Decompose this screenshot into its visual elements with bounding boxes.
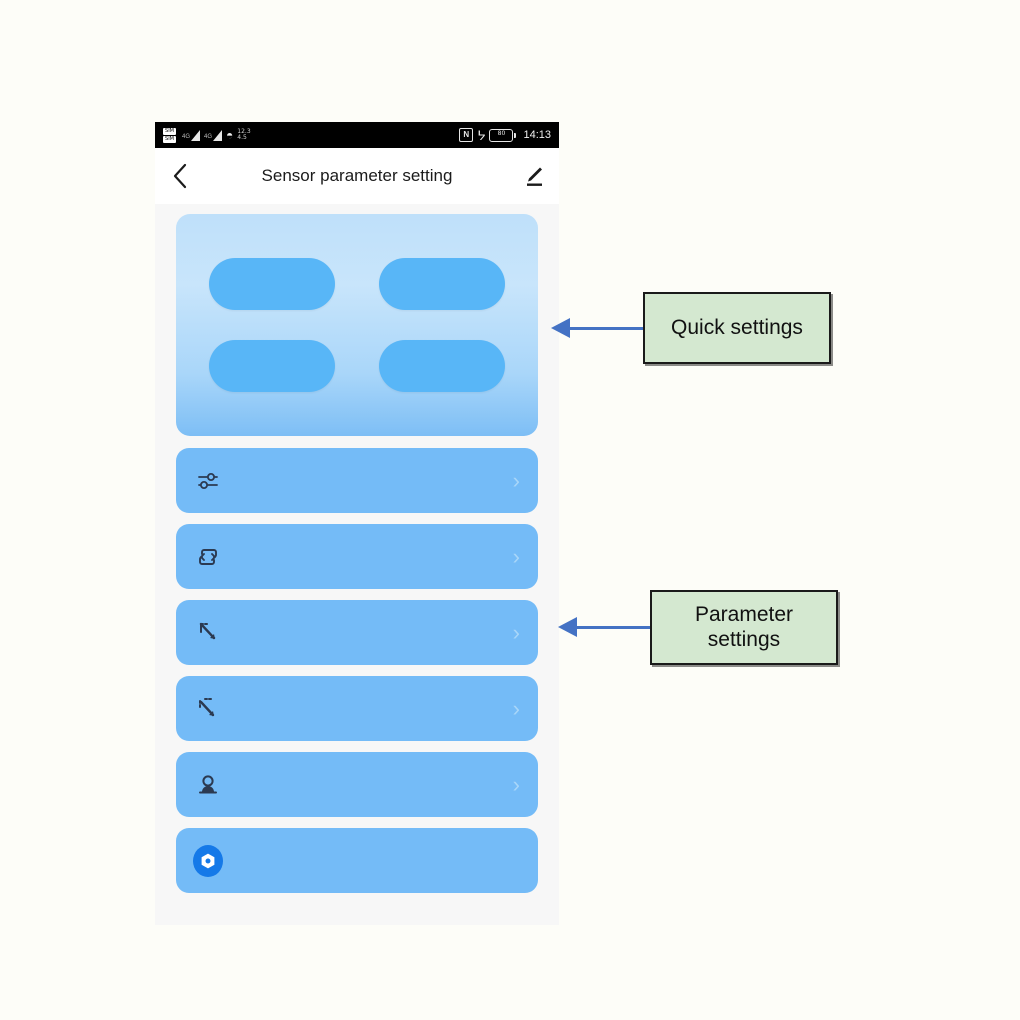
quick-setting-pill-4[interactable] [379, 340, 505, 392]
nfc-icon: N [459, 128, 474, 142]
user-person-icon [193, 770, 223, 800]
signal-triangle-icon [213, 129, 223, 141]
sim2-chip: SIM [163, 135, 176, 143]
battery-icon: 80 [489, 128, 517, 142]
gear-badge-icon [193, 844, 223, 877]
quick-settings-card [176, 214, 538, 436]
edit-button[interactable] [509, 164, 559, 188]
data-rate-up: 12.3 [237, 128, 251, 135]
app-bar: Sensor parameter setting [155, 148, 559, 204]
chevron-left-icon [173, 163, 187, 189]
repeat-loop-icon [193, 542, 223, 572]
callout-parameter-settings: Parameter settings [650, 590, 838, 665]
signal1-network-label: 4G [182, 133, 191, 140]
chevron-right-icon: › [512, 467, 520, 493]
dual-sim-icon: SIM SIM [163, 127, 176, 143]
list-row[interactable]: › [176, 676, 538, 741]
battery-level-text: 80 [489, 128, 514, 142]
callout-quick-settings: Quick settings [643, 292, 831, 364]
parameter-settings-arrow-line [576, 626, 652, 629]
chevron-right-icon: › [512, 543, 520, 569]
bluetooth-icon: ᔭ [477, 127, 486, 143]
callout-parameter-line2: settings [707, 627, 781, 651]
data-rate-down: 4.5 [237, 134, 247, 141]
quick-setting-pill-3[interactable] [209, 340, 335, 392]
pencil-edit-icon [527, 167, 542, 186]
sim1-chip: SIM [163, 127, 176, 135]
diagonal-arrow-alt-icon [193, 694, 223, 724]
list-row[interactable]: › [176, 752, 538, 817]
signal-bars-sim1-icon: 4G [182, 129, 201, 141]
signal2-network-label: 4G [204, 133, 213, 140]
status-bar-clock: 14:13 [523, 129, 551, 141]
back-button[interactable] [155, 163, 205, 189]
quick-settings-arrow-head [551, 318, 570, 338]
parameter-settings-arrow-head [558, 617, 577, 637]
diagonal-arrow-up-icon [193, 618, 223, 648]
list-row[interactable]: › [176, 448, 538, 513]
quick-setting-pill-2[interactable] [379, 258, 505, 310]
status-bar-left: SIM SIM 4G 4G ◓ 12.3 4.5 [163, 127, 251, 143]
chevron-right-icon: › [512, 771, 520, 797]
list-row[interactable]: › [176, 524, 538, 589]
status-bar-right: N ᔭ 80 14:13 [459, 128, 551, 142]
wifi-icon: ◓ [226, 128, 234, 142]
tune-sliders-icon [193, 466, 223, 496]
chevron-right-icon: › [512, 619, 520, 645]
page-title: Sensor parameter setting [261, 166, 453, 185]
battery-tip [514, 132, 517, 138]
phone-screenshot: SIM SIM 4G 4G ◓ 12.3 4.5 N ᔭ 80 [155, 122, 559, 925]
settings-content: › › [155, 204, 559, 925]
data-rate-indicator: 12.3 4.5 [237, 129, 250, 141]
gear-badge-circle [193, 844, 223, 877]
callout-parameter-line1: Parameter [694, 602, 794, 626]
quick-setting-pill-1[interactable] [209, 258, 335, 310]
status-bar: SIM SIM 4G 4G ◓ 12.3 4.5 N ᔭ 80 [155, 122, 559, 148]
list-row[interactable] [176, 828, 538, 893]
chevron-right-icon: › [512, 695, 520, 721]
parameter-settings-list: › › [176, 448, 538, 893]
signal-triangle-icon [191, 129, 201, 141]
quick-settings-arrow-line [569, 327, 645, 330]
signal-bars-sim2-icon: 4G [204, 129, 223, 141]
list-row[interactable]: › [176, 600, 538, 665]
